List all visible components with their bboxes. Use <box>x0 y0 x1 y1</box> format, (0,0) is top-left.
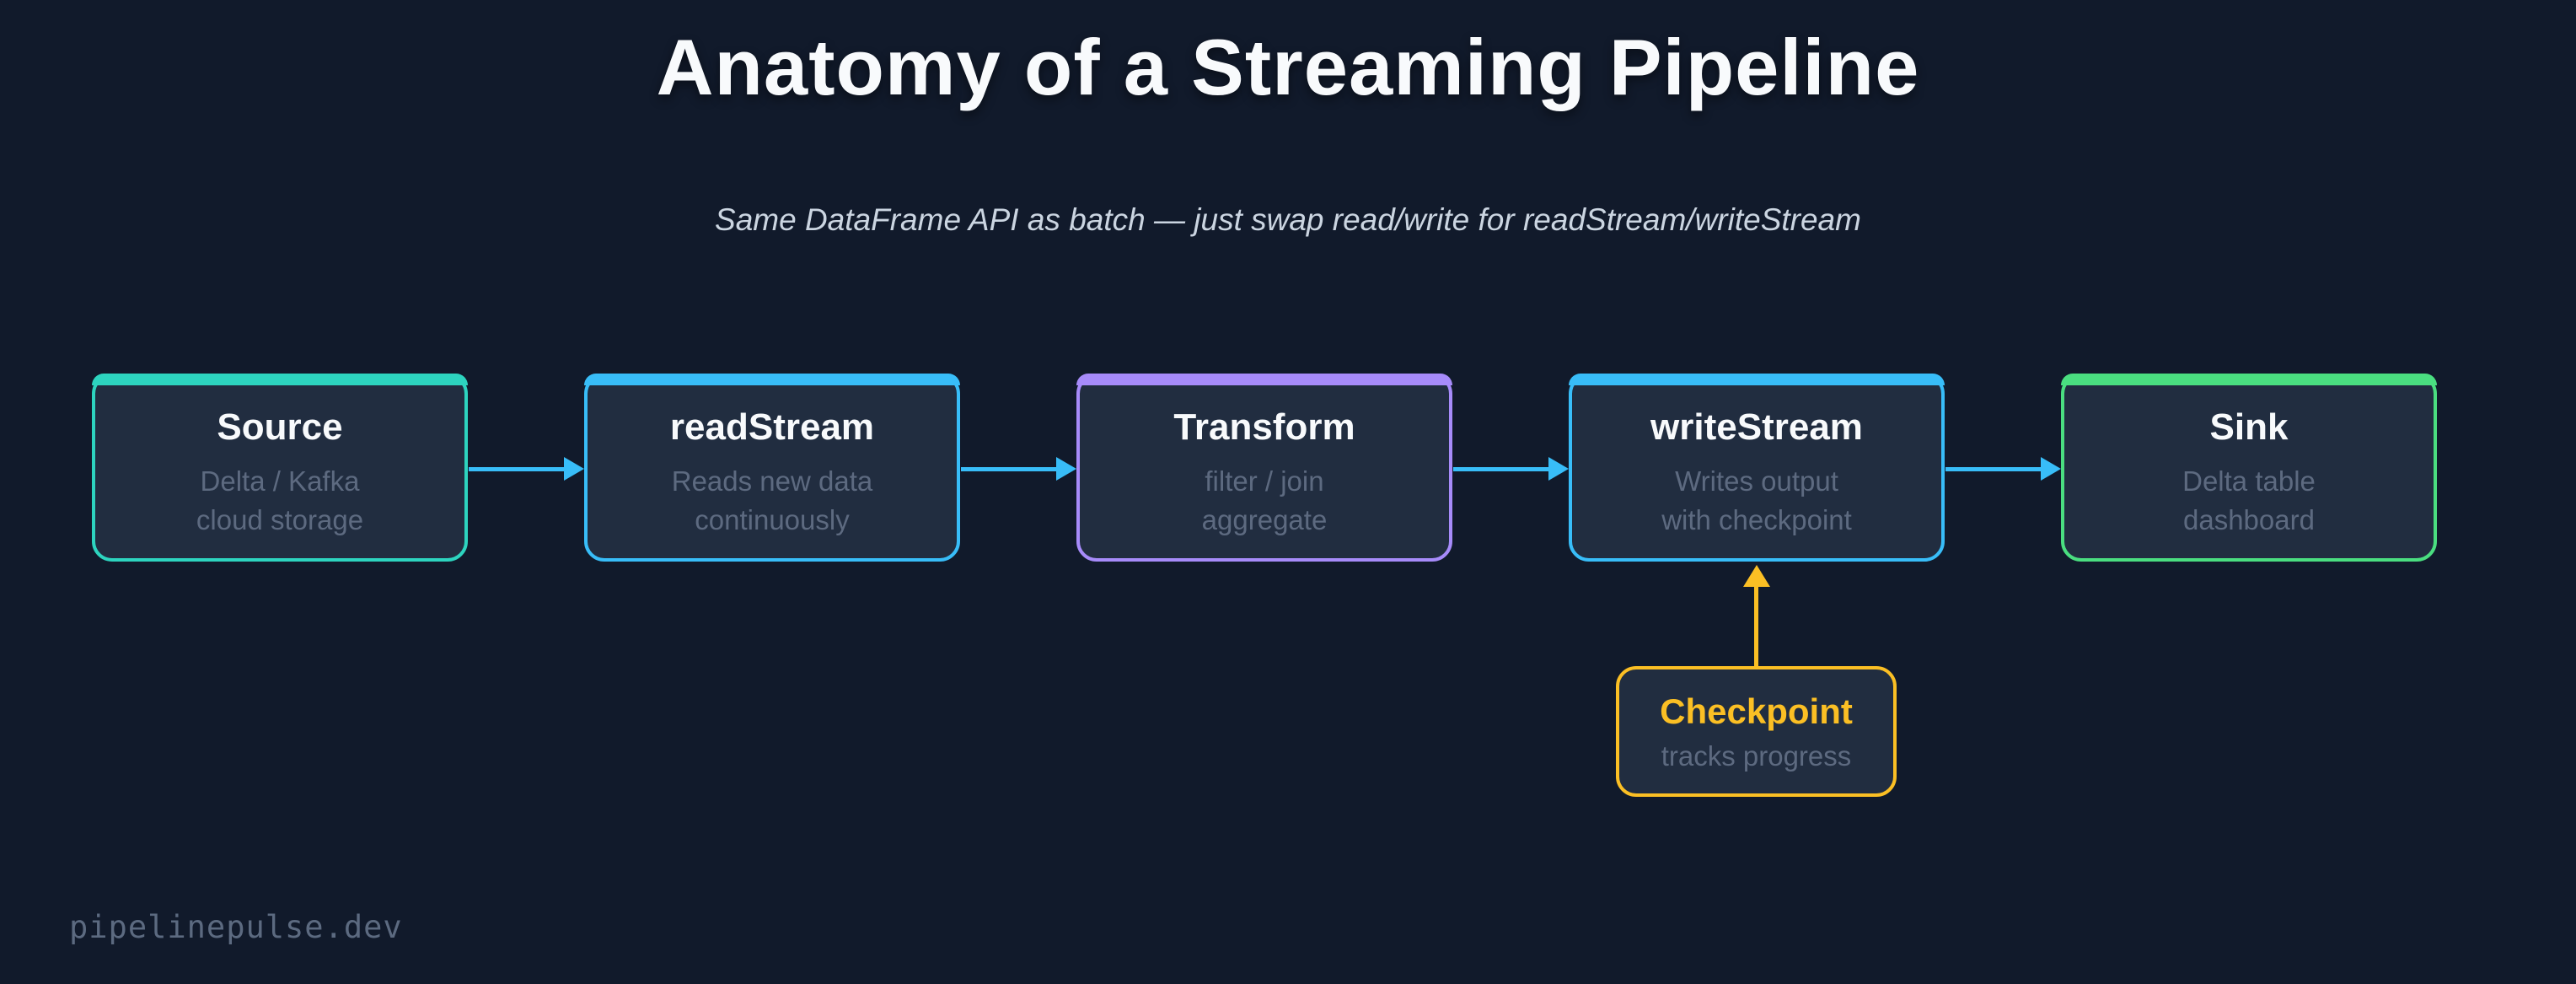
node-accent-bar <box>1569 374 1945 385</box>
flow-arrow-readstream-to-transform <box>961 457 1076 481</box>
arrow-line <box>961 467 1061 471</box>
page-subtitle: Same DataFrame API as batch — just swap … <box>715 202 1861 237</box>
checkpoint-arrow <box>1743 565 1770 666</box>
arrow-line <box>1453 467 1554 471</box>
node-sublabel-line2: continuously <box>695 503 850 535</box>
node-label: writeStream <box>1650 406 1863 448</box>
node-sublabel-line2: dashboard <box>2183 503 2315 535</box>
arrow-right-icon <box>564 457 584 481</box>
arrow-right-icon <box>2041 457 2061 481</box>
node-label: Transform <box>1173 406 1355 448</box>
pipeline-node-source: Source Delta / Kafka cloud storage <box>92 374 468 562</box>
pipeline-node-sink: Sink Delta table dashboard <box>2061 374 2437 562</box>
flow-arrow-transform-to-writestream <box>1453 457 1569 481</box>
arrow-line <box>1754 585 1758 666</box>
checkpoint-node: Checkpoint tracks progress <box>1616 666 1897 797</box>
page-title: Anatomy of a Streaming Pipeline <box>656 23 1920 111</box>
node-accent-bar <box>584 374 960 385</box>
arrow-line <box>1945 467 2046 471</box>
site-footer: pipelinepulse.dev <box>69 909 403 945</box>
node-sublabel-line2: cloud storage <box>196 503 364 535</box>
flow-arrow-source-to-readstream <box>469 457 584 481</box>
node-sublabel-line1: Reads new data <box>671 465 873 497</box>
arrow-right-icon <box>1056 457 1076 481</box>
checkpoint-label: Checkpoint <box>1660 691 1853 731</box>
node-sublabel-line1: Delta / Kafka <box>200 465 360 497</box>
pipeline-node-readstream: readStream Reads new data continuously <box>584 374 960 562</box>
node-sublabel: Writes output with checkpoint <box>1661 462 1852 540</box>
arrow-up-icon <box>1743 565 1770 587</box>
arrow-line <box>469 467 569 471</box>
node-accent-bar <box>2061 374 2437 385</box>
node-sublabel: filter / join aggregate <box>1202 462 1328 540</box>
node-label: readStream <box>669 406 875 448</box>
node-sublabel-line1: filter / join <box>1205 465 1324 497</box>
node-label: Sink <box>2209 406 2289 448</box>
node-sublabel: Delta / Kafka cloud storage <box>196 462 363 540</box>
node-sublabel-line1: Delta table <box>2182 465 2316 497</box>
checkpoint-sublabel: tracks progress <box>1661 739 1852 772</box>
arrow-right-icon <box>1548 457 1569 481</box>
node-sublabel-line1: Writes output <box>1675 465 1838 497</box>
node-sublabel-line2: aggregate <box>1201 503 1328 535</box>
node-label: Source <box>217 406 343 448</box>
node-sublabel: Delta table dashboard <box>2182 462 2316 540</box>
node-sublabel: Reads new data continuously <box>672 462 873 540</box>
pipeline-node-writestream: writeStream Writes output with checkpoin… <box>1569 374 1945 562</box>
node-sublabel-line2: with checkpoint <box>1661 503 1852 535</box>
node-accent-bar <box>92 374 468 385</box>
flow-arrow-writestream-to-sink <box>1945 457 2061 481</box>
pipeline-node-transform: Transform filter / join aggregate <box>1076 374 1452 562</box>
node-accent-bar <box>1076 374 1452 385</box>
